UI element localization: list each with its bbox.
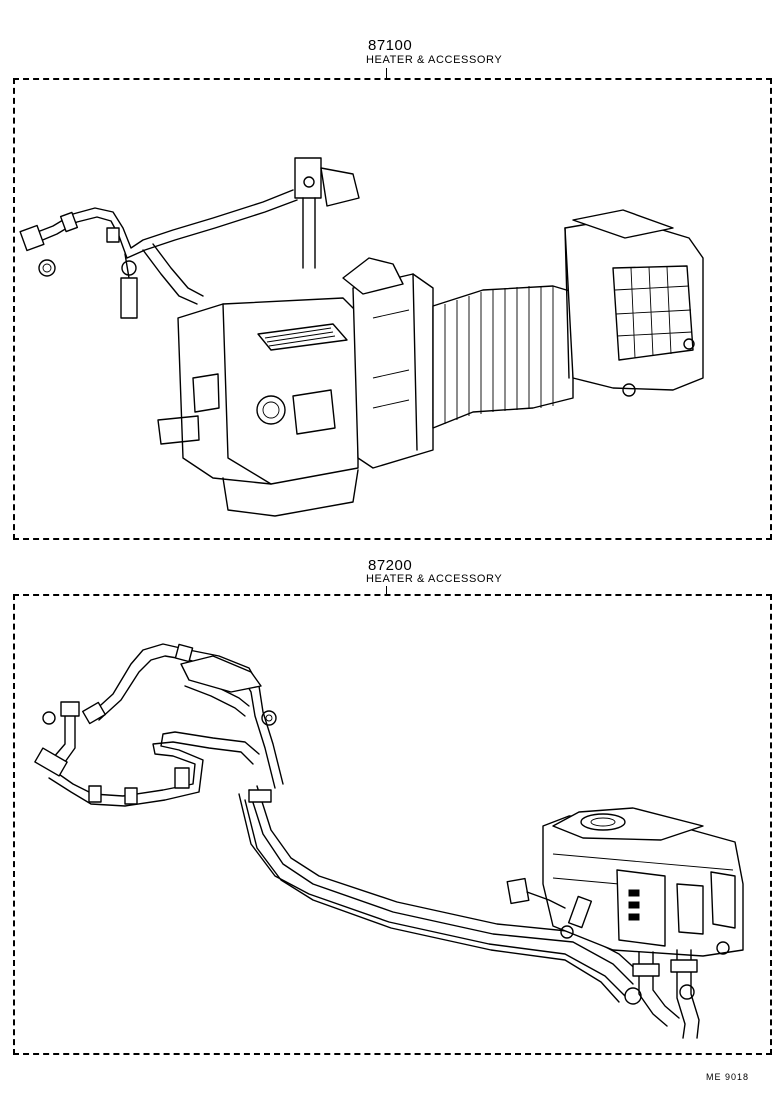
section-name-87100: HEATER & ACCESSORY xyxy=(366,54,503,66)
section-code-87100: 87100 xyxy=(368,37,413,54)
section-leader-line xyxy=(386,68,387,80)
heater-hose-assembly-icon xyxy=(34,643,744,1039)
section-code-87200: 87200 xyxy=(368,557,413,574)
section-frame-87200 xyxy=(13,594,772,1055)
section-leader-line xyxy=(386,586,387,596)
drawing-reference-code: ME 9018 xyxy=(706,1072,750,1082)
section-name-87200: HEATER & ACCESSORY xyxy=(366,573,503,585)
heater-unit-assembly-icon xyxy=(19,157,704,517)
section-frame-87100 xyxy=(13,78,772,540)
